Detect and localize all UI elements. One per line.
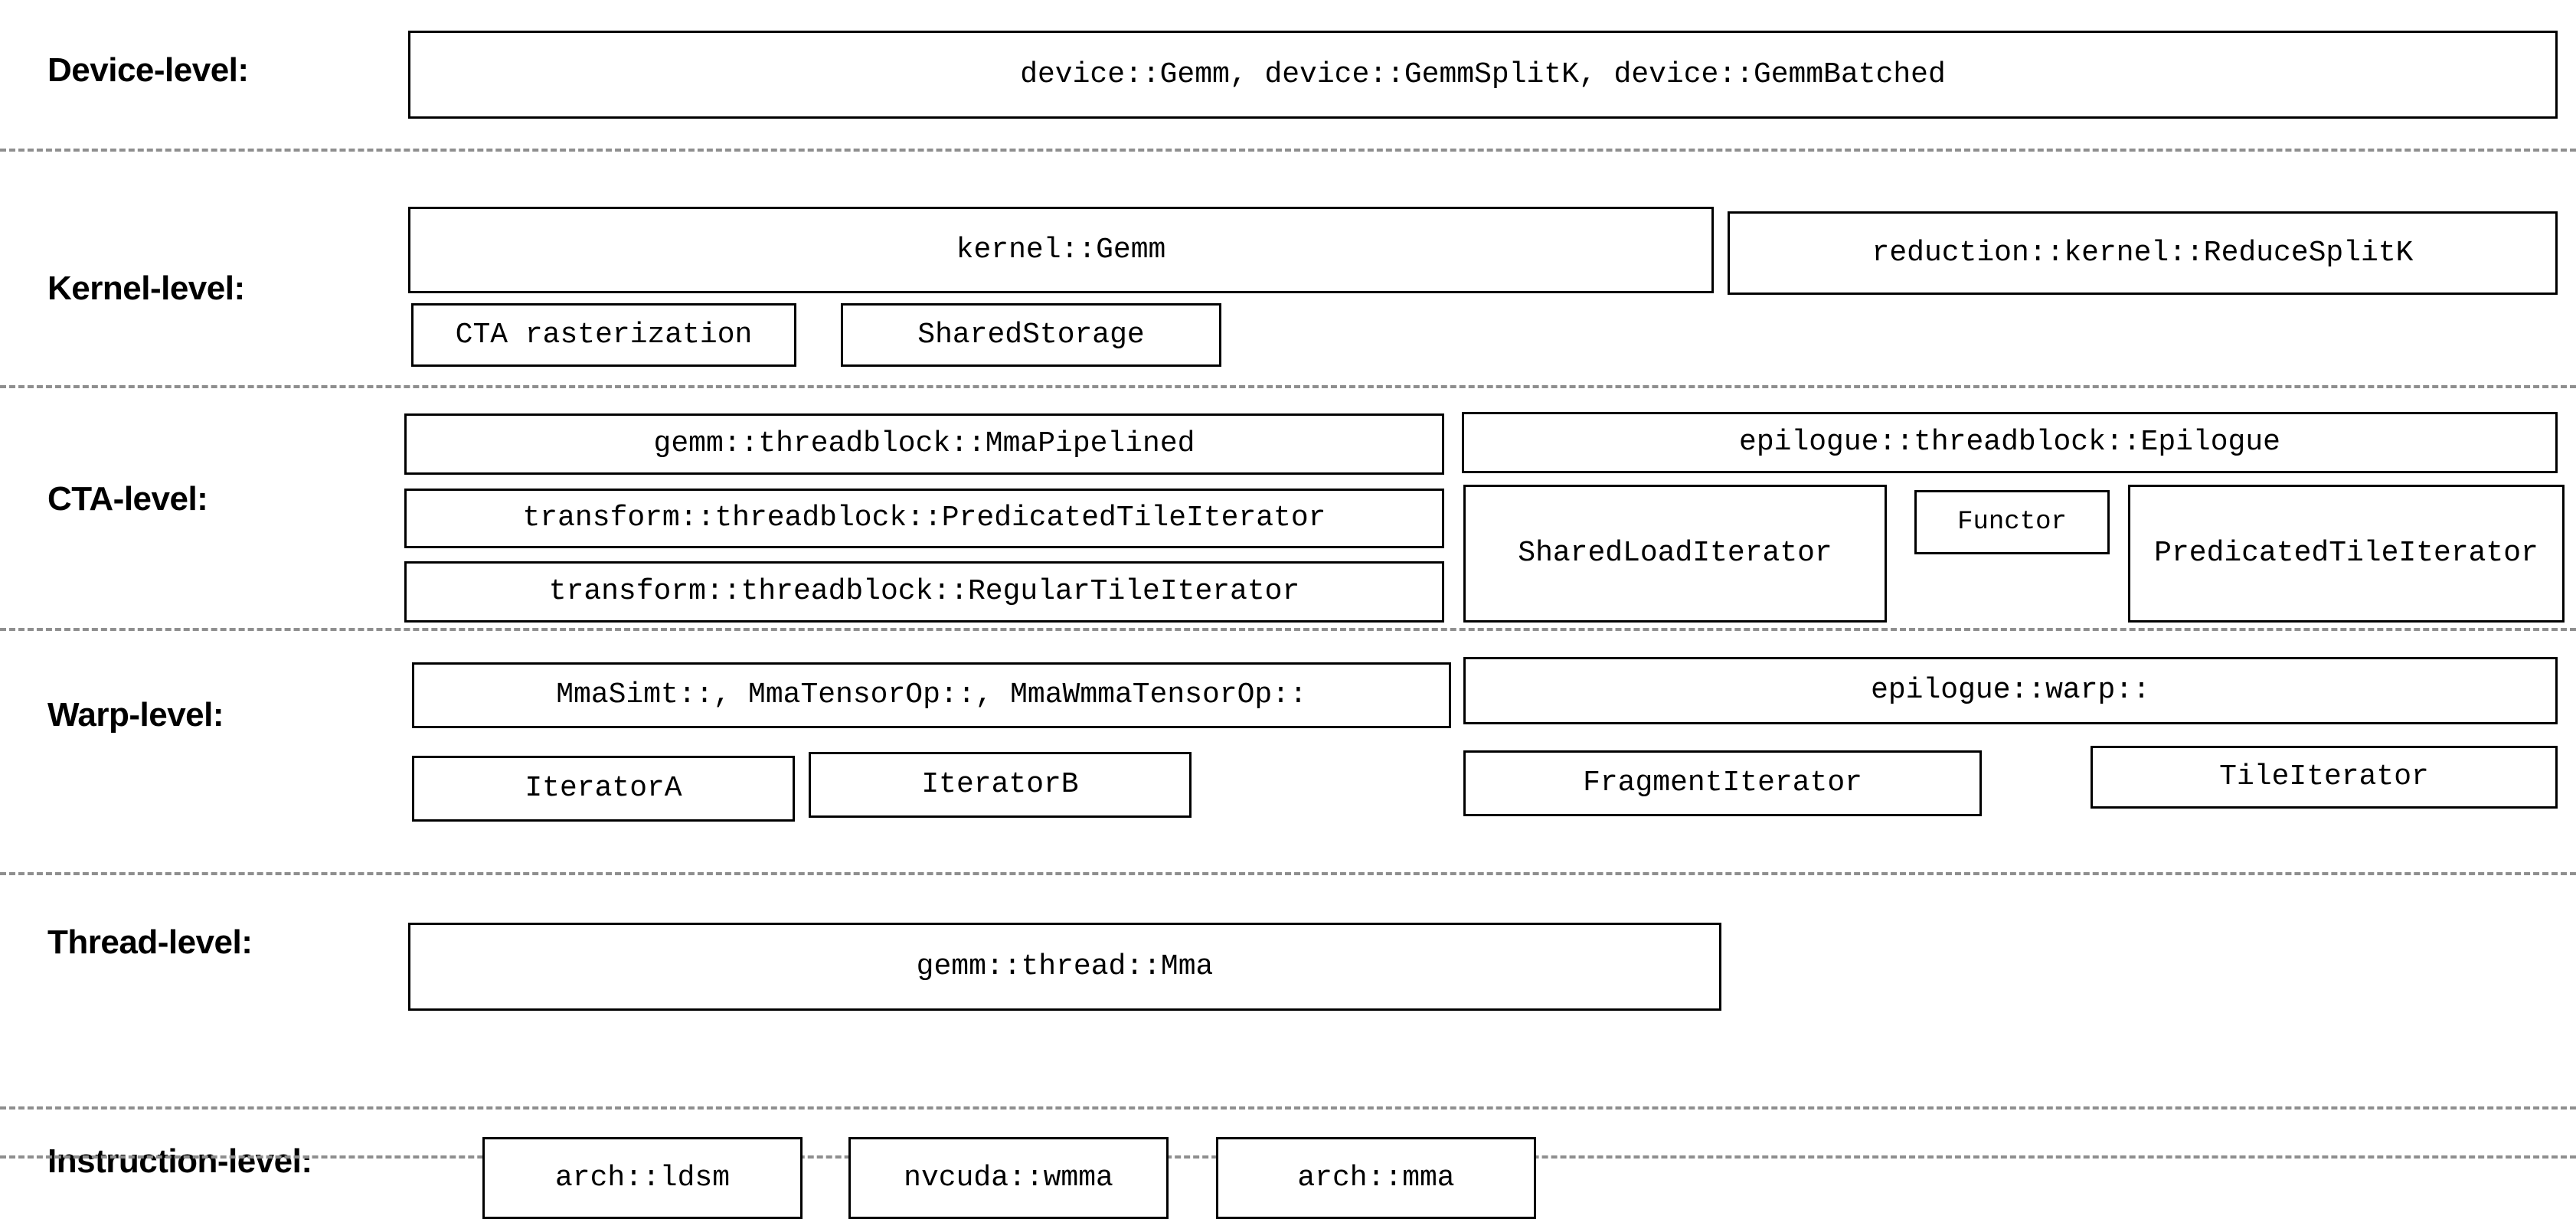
mma-warp-ops-box: MmaSimt::, MmaTensorOp::, MmaWmmaTensorO… — [412, 662, 1451, 728]
device-gemm-box-label: device::Gemm, device::GemmSplitK, device… — [1020, 57, 1946, 91]
device-gemm-box: device::Gemm, device::GemmSplitK, device… — [408, 31, 2558, 119]
predicatedtileiterator-epilogue-box: PredicatedTileIterator — [2128, 485, 2565, 623]
kernel-gemm-box-label: kernel::Gemm — [956, 233, 1166, 266]
fragmentiterator-box: FragmentIterator — [1463, 750, 1982, 816]
functor-box: Functor — [1914, 490, 2110, 554]
iteratora-box: IteratorA — [412, 756, 795, 822]
predicatedtileiterator-epilogue-box-label: PredicatedTileIterator — [2154, 537, 2538, 570]
sharedloaditerator-box: SharedLoadIterator — [1463, 485, 1887, 623]
transform-regulartileiterator-box-label: transform::threadblock::RegularTileItera… — [548, 575, 1300, 608]
reduction-reducesplitk-box: reduction::kernel::ReduceSplitK — [1728, 211, 2558, 295]
separator-warp — [0, 872, 2576, 875]
level-label-device: Device-level: — [47, 51, 249, 89]
level-label-instruction: Instruction-level: — [47, 1142, 312, 1180]
level-label-kernel: Kernel-level: — [47, 270, 245, 307]
transform-regulartileiterator-box: transform::threadblock::RegularTileItera… — [404, 561, 1444, 623]
separator-device — [0, 149, 2576, 152]
gemm-threadblock-mmapipelined-box: gemm::threadblock::MmaPipelined — [404, 413, 1444, 475]
fragmentiterator-box-label: FragmentIterator — [1583, 766, 1862, 799]
separator-thread — [0, 1106, 2576, 1110]
tileiterator-box-label: TileIterator — [2219, 760, 2429, 793]
iteratorb-box: IteratorB — [809, 752, 1192, 818]
reduction-reducesplitk-box-label: reduction::kernel::ReduceSplitK — [1872, 236, 2414, 270]
separator-cta — [0, 628, 2576, 631]
gemm-threadblock-mmapipelined-box-label: gemm::threadblock::MmaPipelined — [653, 427, 1195, 460]
iteratora-box-label: IteratorA — [525, 772, 682, 805]
level-label-thread: Thread-level: — [47, 923, 253, 961]
separator-kernel — [0, 385, 2576, 388]
level-label-cta: CTA-level: — [47, 480, 208, 518]
kernel-gemm-box: kernel::Gemm — [408, 207, 1714, 293]
transform-predicatedtileiterator-box-label: transform::threadblock::PredicatedTileIt… — [522, 502, 1326, 534]
tileiterator-box: TileIterator — [2091, 746, 2558, 809]
sharedstorage-box-label: SharedStorage — [917, 318, 1145, 351]
level-label-warp: Warp-level: — [47, 696, 224, 734]
epilogue-threadblock-epilogue-box-label: epilogue::threadblock::Epilogue — [1739, 426, 2280, 459]
gemm-thread-mma-box-label: gemm::thread::Mma — [916, 949, 1214, 983]
epilogue-warp-box-label: epilogue::warp:: — [1871, 674, 2150, 707]
arch-mma-box-label: arch::mma — [1297, 1161, 1455, 1194]
functor-box-label: Functor — [1957, 508, 2067, 537]
transform-predicatedtileiterator-box: transform::threadblock::PredicatedTileIt… — [404, 489, 1444, 548]
epilogue-warp-box: epilogue::warp:: — [1463, 657, 2558, 724]
sharedstorage-box: SharedStorage — [841, 303, 1221, 367]
mma-warp-ops-box-label: MmaSimt::, MmaTensorOp::, MmaWmmaTensorO… — [556, 678, 1307, 711]
gemm-thread-mma-box: gemm::thread::Mma — [408, 923, 1721, 1011]
sharedloaditerator-box-label: SharedLoadIterator — [1518, 537, 1832, 570]
cta-rasterization-box: CTA rasterization — [411, 303, 796, 367]
nvcuda-wmma-box-label: nvcuda::wmma — [904, 1161, 1113, 1194]
iteratorb-box-label: IteratorB — [921, 768, 1079, 801]
arch-mma-box: arch::mma — [1216, 1137, 1536, 1219]
arch-ldsm-box: arch::ldsm — [482, 1137, 803, 1219]
cta-rasterization-box-label: CTA rasterization — [455, 318, 753, 351]
nvcuda-wmma-box: nvcuda::wmma — [848, 1137, 1169, 1219]
epilogue-threadblock-epilogue-box: epilogue::threadblock::Epilogue — [1462, 412, 2558, 473]
arch-ldsm-box-label: arch::ldsm — [554, 1161, 731, 1194]
